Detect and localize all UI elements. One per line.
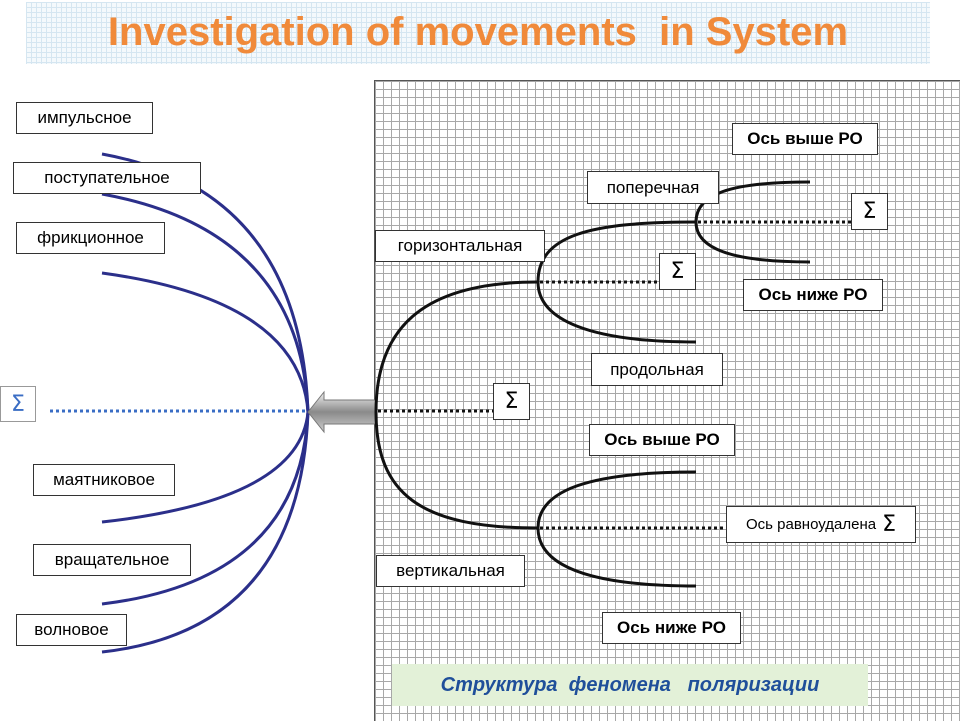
label-horizontal: горизонтальная [375,230,545,262]
label-transverse: поперечная [587,171,719,204]
label-impulse: импульсное [16,102,153,134]
equidistant-sigma-icon: Σ [882,512,896,537]
curve-pendulum [101,411,310,524]
label-pendulum: маятниковое [33,464,175,496]
main-tree [374,180,811,588]
branch-longitudinal [536,281,697,344]
sigma-transverse-icon: Σ [851,193,888,230]
branch-axis-below-1 [694,221,811,264]
sigma-main-icon: Σ [493,383,530,420]
label-axis-above-1: Ось выше РО [732,123,878,155]
label-axis-below-1: Ось ниже РО [743,279,883,311]
curve-rotational [101,411,310,606]
branch-vertical [374,411,539,530]
branch-transverse [536,220,697,283]
label-wave: волновое [16,614,127,646]
label-rotational: вращательное [33,544,191,576]
label-axis-equidistant: Ось равноудалена Σ [726,506,916,543]
curve-friction [101,271,310,413]
branch-axis-above-2 [536,470,697,529]
label-longitudinal: продольная [591,353,723,386]
sigma-horizontal-icon: Σ [659,253,696,290]
branch-axis-below-2 [536,527,697,588]
page-title: Investigation of movements in System [107,10,849,54]
branch-horizontal [374,280,539,413]
caption-banner: Структура феномена поляризации [392,664,868,706]
left-curve-fan [101,152,310,654]
label-translational: поступательное [13,162,201,194]
left-arrow [307,390,377,434]
label-axis-below-2: Ось ниже РО [602,612,741,644]
title-banner: Investigation of movements in System [26,2,930,64]
curve-translational [101,192,310,413]
label-axis-above-2: Ось выше РО [589,424,735,456]
tree-dotted-lines [378,220,851,530]
label-vertical: вертикальная [376,555,525,587]
branch-axis-above-1 [694,180,811,223]
axis-equidistant-text: Ось равноудалена [746,516,877,533]
left-sigma-icon: Σ [0,386,36,422]
curve-wave [101,411,310,654]
label-friction: фрикционное [16,222,165,254]
